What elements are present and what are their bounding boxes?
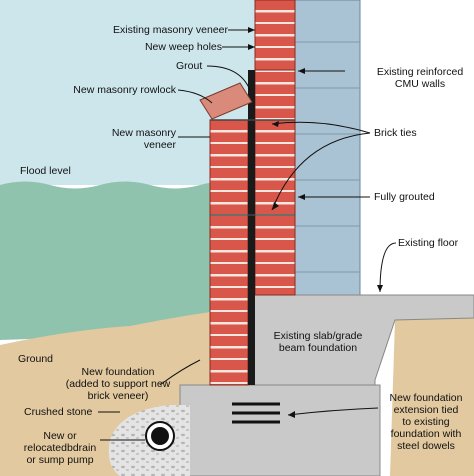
label-new-masonry-rowlock: New masonry rowlock bbox=[73, 84, 176, 96]
label-crushed-stone: Crushed stone bbox=[24, 406, 93, 418]
label-drain: New or relocatedbdrain or sump pump bbox=[18, 430, 102, 466]
new-foundation bbox=[179, 384, 381, 476]
label-new-foundation-line3: brick veneer) bbox=[87, 390, 149, 402]
masonry-rowlock bbox=[199, 82, 253, 120]
cmu-joints bbox=[295, 41, 360, 273]
label-extension-line4: foundation with bbox=[390, 428, 462, 440]
label-new-masonry-veneer: New masonry veneer bbox=[112, 127, 176, 151]
label-new-masonry-veneer-line2: veneer bbox=[143, 139, 176, 151]
label-ground: Ground bbox=[18, 353, 54, 365]
new-brick-veneer-inner bbox=[254, 69, 296, 296]
label-new-foundation: New foundation (added to support new bri… bbox=[58, 366, 178, 402]
label-existing-masonry-veneer: Existing masonry veneer bbox=[113, 24, 228, 36]
interior-space bbox=[360, 0, 474, 295]
existing-cmu-wall bbox=[294, 0, 361, 296]
label-new-foundation-line2: (added to support new bbox=[65, 378, 171, 390]
label-extension-line1: New foundation bbox=[389, 392, 463, 404]
brick-ties bbox=[210, 119, 295, 216]
label-extension-line3: to existing bbox=[402, 416, 450, 428]
label-existing-slab: Existing slab/grade beam foundation bbox=[268, 330, 368, 354]
label-extension-line5: steel dowels bbox=[397, 440, 455, 452]
label-flood-level: Flood level bbox=[20, 165, 71, 177]
grout-column bbox=[248, 70, 255, 385]
label-existing-cmu-line2: CMU walls bbox=[394, 78, 446, 90]
label-new-masonry-veneer-line1: New masonry bbox=[111, 127, 176, 139]
label-existing-cmu-line1: Existing reinforced bbox=[376, 66, 464, 78]
label-new-foundation-line1: New foundation bbox=[81, 366, 155, 378]
label-existing-floor: Existing floor bbox=[398, 237, 459, 249]
leader-lines bbox=[98, 29, 397, 441]
label-new-foundation-extension: New foundation extension tied to existin… bbox=[380, 392, 472, 452]
label-drain-line2: relocatedbdrain bbox=[23, 442, 97, 454]
label-drain-line3: or sump pump bbox=[26, 454, 94, 466]
label-brick-ties: Brick ties bbox=[374, 127, 417, 139]
label-fully-grouted: Fully grouted bbox=[374, 191, 435, 203]
leader-arrowheads bbox=[248, 27, 383, 418]
label-new-weep-holes: New weep holes bbox=[144, 41, 222, 53]
label-grout: Grout bbox=[176, 60, 203, 72]
steel-dowels bbox=[232, 402, 280, 424]
label-existing-slab-line1: Existing slab/grade bbox=[273, 330, 363, 342]
label-existing-cmu-walls: Existing reinforced CMU walls bbox=[370, 66, 470, 90]
label-drain-line1: New or bbox=[43, 430, 77, 442]
existing-brick-veneer bbox=[254, 0, 296, 71]
drain-pipe-bore bbox=[151, 427, 169, 445]
label-extension-line2: extension tied bbox=[393, 404, 459, 416]
label-existing-slab-line2: beam foundation bbox=[278, 342, 358, 354]
soil-right bbox=[390, 318, 474, 476]
new-brick-veneer-outer bbox=[209, 119, 249, 386]
